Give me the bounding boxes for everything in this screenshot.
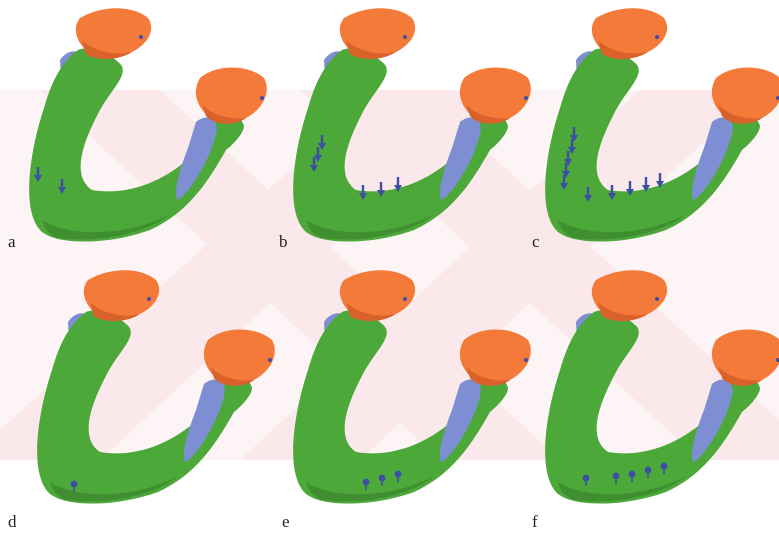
panel-label-b: b [279, 232, 288, 252]
panel-label-c: c [532, 232, 540, 252]
panel-label-f: f [532, 512, 538, 532]
panel-label-d: d [8, 512, 17, 532]
panel-label-a: a [8, 232, 16, 252]
panel-label-e: e [282, 512, 290, 532]
